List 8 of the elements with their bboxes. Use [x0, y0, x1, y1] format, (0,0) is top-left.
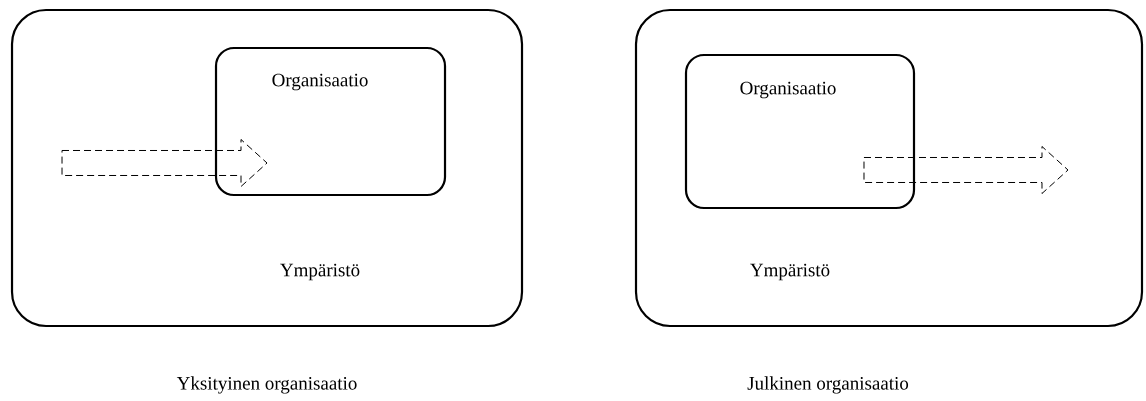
block-arrow — [61, 139, 268, 187]
box-label: Ympäristö — [280, 263, 360, 281]
box-label: Ympäristö — [750, 263, 830, 281]
block-arrow — [863, 146, 1069, 194]
panel-caption: Yksityinen organisaatio — [176, 376, 357, 394]
box-label: Organisaatio — [272, 73, 368, 91]
box-label: Organisaatio — [740, 81, 836, 99]
panel-caption: Julkinen organisaatio — [747, 376, 909, 394]
